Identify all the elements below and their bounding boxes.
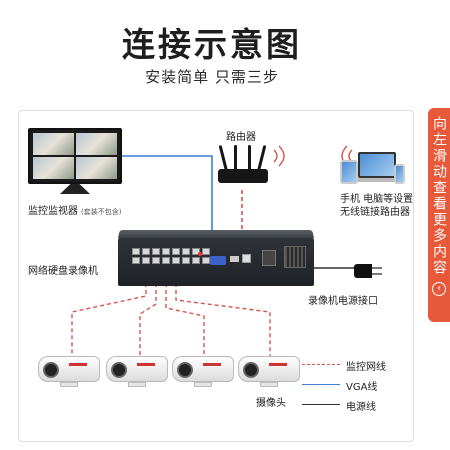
camera-4 <box>238 356 300 387</box>
legend: 监控网线 VGA线 电源线 <box>302 356 412 416</box>
monitor-screen <box>28 128 122 184</box>
camera-1 <box>38 356 100 387</box>
chevron-left-icon: ‹ <box>432 282 446 296</box>
monitor-stand <box>60 184 90 194</box>
swipe-left-text: 向左滑动查看更多内容 <box>431 116 447 276</box>
legend-item-power: 电源线 <box>302 396 412 416</box>
nvr-label: 网络硬盘录像机 <box>28 266 98 277</box>
cameras-label: 摄像头 <box>256 398 286 409</box>
vga-cable <box>122 155 213 262</box>
page-title: 连接示意图 <box>122 25 302 64</box>
devices-label-line1: 手机 电脑等设置 <box>340 194 414 205</box>
network-video-recorder <box>118 228 314 288</box>
devices-label-line2: 无线链接路由器 <box>340 207 410 218</box>
usb-port <box>230 256 239 262</box>
lan-port <box>242 254 251 263</box>
monitor <box>28 128 122 198</box>
diagram-frame <box>18 110 414 442</box>
router-wifi-signal <box>273 145 285 167</box>
tablet-icon <box>340 160 358 184</box>
camera-3 <box>172 356 234 387</box>
fan-vent <box>284 246 306 268</box>
vga-port <box>210 256 226 265</box>
legend-item-vga: VGA线 <box>302 376 412 396</box>
laptop-icon <box>358 152 396 178</box>
router <box>214 145 270 191</box>
power-socket <box>262 250 276 266</box>
monitor-note: (套装不包含) <box>81 208 122 216</box>
phone-icon <box>394 164 405 184</box>
router-label: 路由器 <box>226 132 256 143</box>
client-devices <box>340 152 410 188</box>
swipe-left-tab[interactable]: 向左滑动查看更多内容 ‹ <box>428 108 450 322</box>
monitor-label: 监控监视器(套装不包含) <box>28 206 122 217</box>
power-plug <box>344 262 384 280</box>
legend-item-network: 监控网线 <box>302 356 412 376</box>
camera-2 <box>106 356 168 387</box>
power-port-label: 录像机电源接口 <box>308 296 378 307</box>
camera-network-cables <box>71 276 271 356</box>
poe-ports <box>132 248 210 264</box>
page-subtitle: 安装简单 只需三步 <box>145 68 279 86</box>
